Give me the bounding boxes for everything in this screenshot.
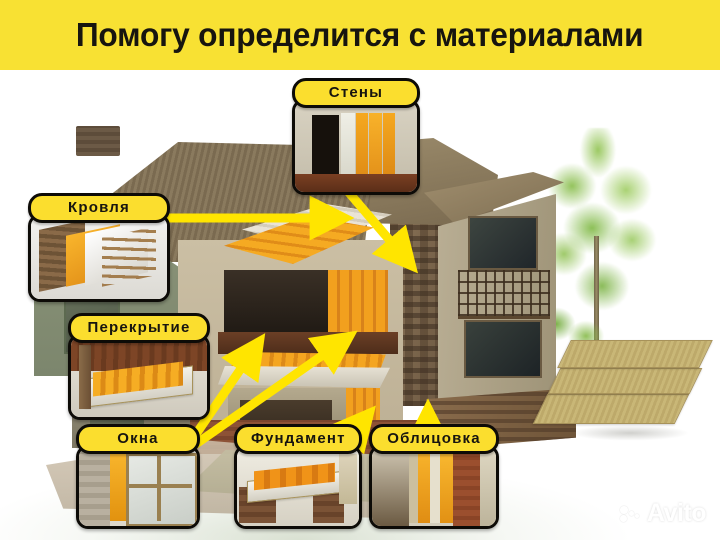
page-title: Помогу определится с материалами	[76, 16, 644, 53]
chimney-icon	[76, 126, 120, 156]
upper-right-window	[468, 216, 538, 270]
callout-label-windows[interactable]: Окна	[76, 424, 200, 454]
arrow-floor-slab	[173, 330, 358, 462]
header-banner: Помогу определится с материалами	[0, 0, 720, 70]
callout-cladding[interactable]: Облицовка	[369, 424, 499, 529]
callout-windows[interactable]: Окна	[76, 424, 200, 529]
callout-roofing[interactable]: Кровля	[28, 193, 170, 302]
lower-right-window	[464, 320, 542, 378]
callout-walls[interactable]: Стены	[292, 78, 420, 195]
callout-foundation[interactable]: Фундамент	[234, 424, 362, 529]
avito-logo-icon	[619, 505, 642, 523]
callout-thumb-foundation[interactable]	[234, 445, 362, 529]
interior-void	[224, 270, 344, 334]
callout-thumb-cladding[interactable]	[369, 445, 499, 529]
slab-middle	[547, 368, 703, 394]
callout-floor-slab[interactable]: Перекрытие	[68, 313, 210, 420]
slab-shadow	[546, 422, 714, 444]
callout-label-cladding[interactable]: Облицовка	[369, 424, 499, 454]
callout-thumb-windows[interactable]	[76, 445, 200, 529]
callout-label-foundation[interactable]: Фундамент	[234, 424, 362, 454]
tree-trunk	[594, 236, 599, 346]
callout-label-walls[interactable]: Стены	[292, 78, 420, 108]
callout-label-floor-slab[interactable]: Перекрытие	[68, 313, 210, 343]
avito-watermark: Avito	[619, 499, 707, 528]
callout-thumb-roofing[interactable]	[28, 214, 170, 302]
balcony-railing	[458, 270, 550, 319]
wall-insulation-layer	[328, 270, 388, 336]
callout-thumb-floor-slab[interactable]	[68, 334, 210, 420]
watermark-text: Avito	[646, 499, 707, 527]
arrow-walls	[341, 185, 419, 274]
callout-thumb-walls[interactable]	[292, 99, 420, 195]
insulation-slab-stack	[532, 340, 714, 450]
slab-top	[557, 340, 713, 368]
slab-bottom	[532, 394, 690, 424]
callout-label-roofing[interactable]: Кровля	[28, 193, 170, 223]
